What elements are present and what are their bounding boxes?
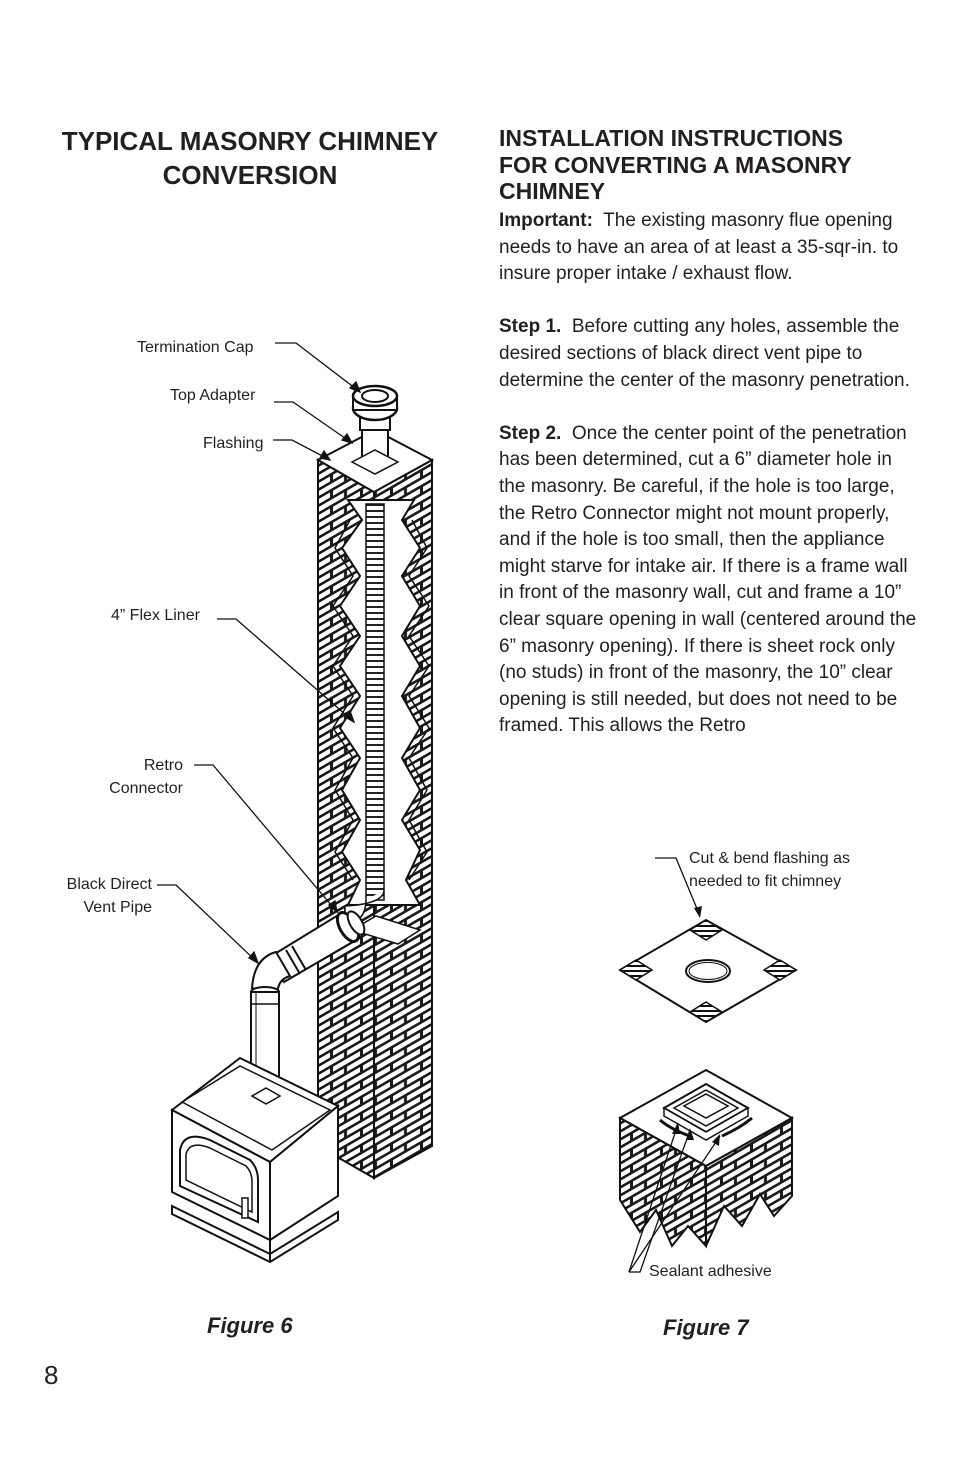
label-cut-bend-flashing: Cut & bend flashing as needed to fit chi… (689, 847, 850, 893)
figure6-section-title: TYPICAL MASONRY CHIMNEY CONVERSION (40, 124, 460, 192)
title-line: CONVERSION (162, 160, 338, 190)
figure7-caption: Figure 7 (663, 1315, 749, 1340)
instructions-title: INSTALLATION INSTRUCTIONS FOR CONVERTING… (499, 125, 919, 205)
step2-label: Step 2. (499, 422, 562, 444)
label-top-adapter: Top Adapter (170, 387, 256, 404)
stove-illustration (170, 1056, 340, 1264)
important-text: The existing masonry flue opening needs … (499, 210, 899, 285)
label-line: Retro (143, 757, 183, 774)
label-line: Vent Pipe (83, 899, 153, 916)
step2-paragraph: Step 2. Once the center point of the pen… (499, 421, 919, 740)
title-line: CHIMNEY (499, 178, 606, 204)
title-line: INSTALLATION INSTRUCTIONS (499, 125, 844, 151)
masonry-chimney-diagram (250, 384, 435, 1180)
title-line: TYPICAL MASONRY CHIMNEY (61, 126, 439, 156)
label-flashing: Flashing (203, 435, 264, 452)
label-line: Connector (109, 780, 183, 797)
figure6-caption: Figure 6 (207, 1313, 293, 1338)
title-line: FOR CONVERTING A MASONRY (499, 151, 852, 178)
chimney-top-diagram (617, 1068, 795, 1273)
important-label: Important: (499, 210, 593, 231)
step1-text: Before cutting any holes, assemble the d… (499, 316, 910, 391)
step1-label: Step 1. (499, 316, 562, 338)
step1-paragraph: Step 1. Before cutting any holes, assemb… (499, 314, 919, 394)
label-line: Black Direct (66, 876, 152, 893)
label-line: needed to fit chimney (689, 873, 842, 890)
label-flex-liner: 4” Flex Liner (111, 607, 200, 624)
figure6-leader-lines (157, 342, 362, 965)
label-termination-cap: Termination Cap (137, 339, 254, 356)
instructions-body: Important: The existing masonry flue ope… (499, 208, 919, 766)
step2-text: Once the center point of the penetration… (499, 422, 917, 737)
label-sealant-adhesive: Sealant adhesive (649, 1263, 772, 1280)
important-paragraph: Important: The existing masonry flue ope… (499, 208, 919, 288)
label-black-direct-vent-pipe: Black Direct Vent Pipe (40, 873, 152, 919)
page-number: 8 (44, 1360, 59, 1390)
label-retro-connector: Retro Connector (70, 754, 183, 800)
flashing-plate-diagram (618, 857, 799, 1024)
label-line: Cut & bend flashing as (689, 850, 850, 867)
